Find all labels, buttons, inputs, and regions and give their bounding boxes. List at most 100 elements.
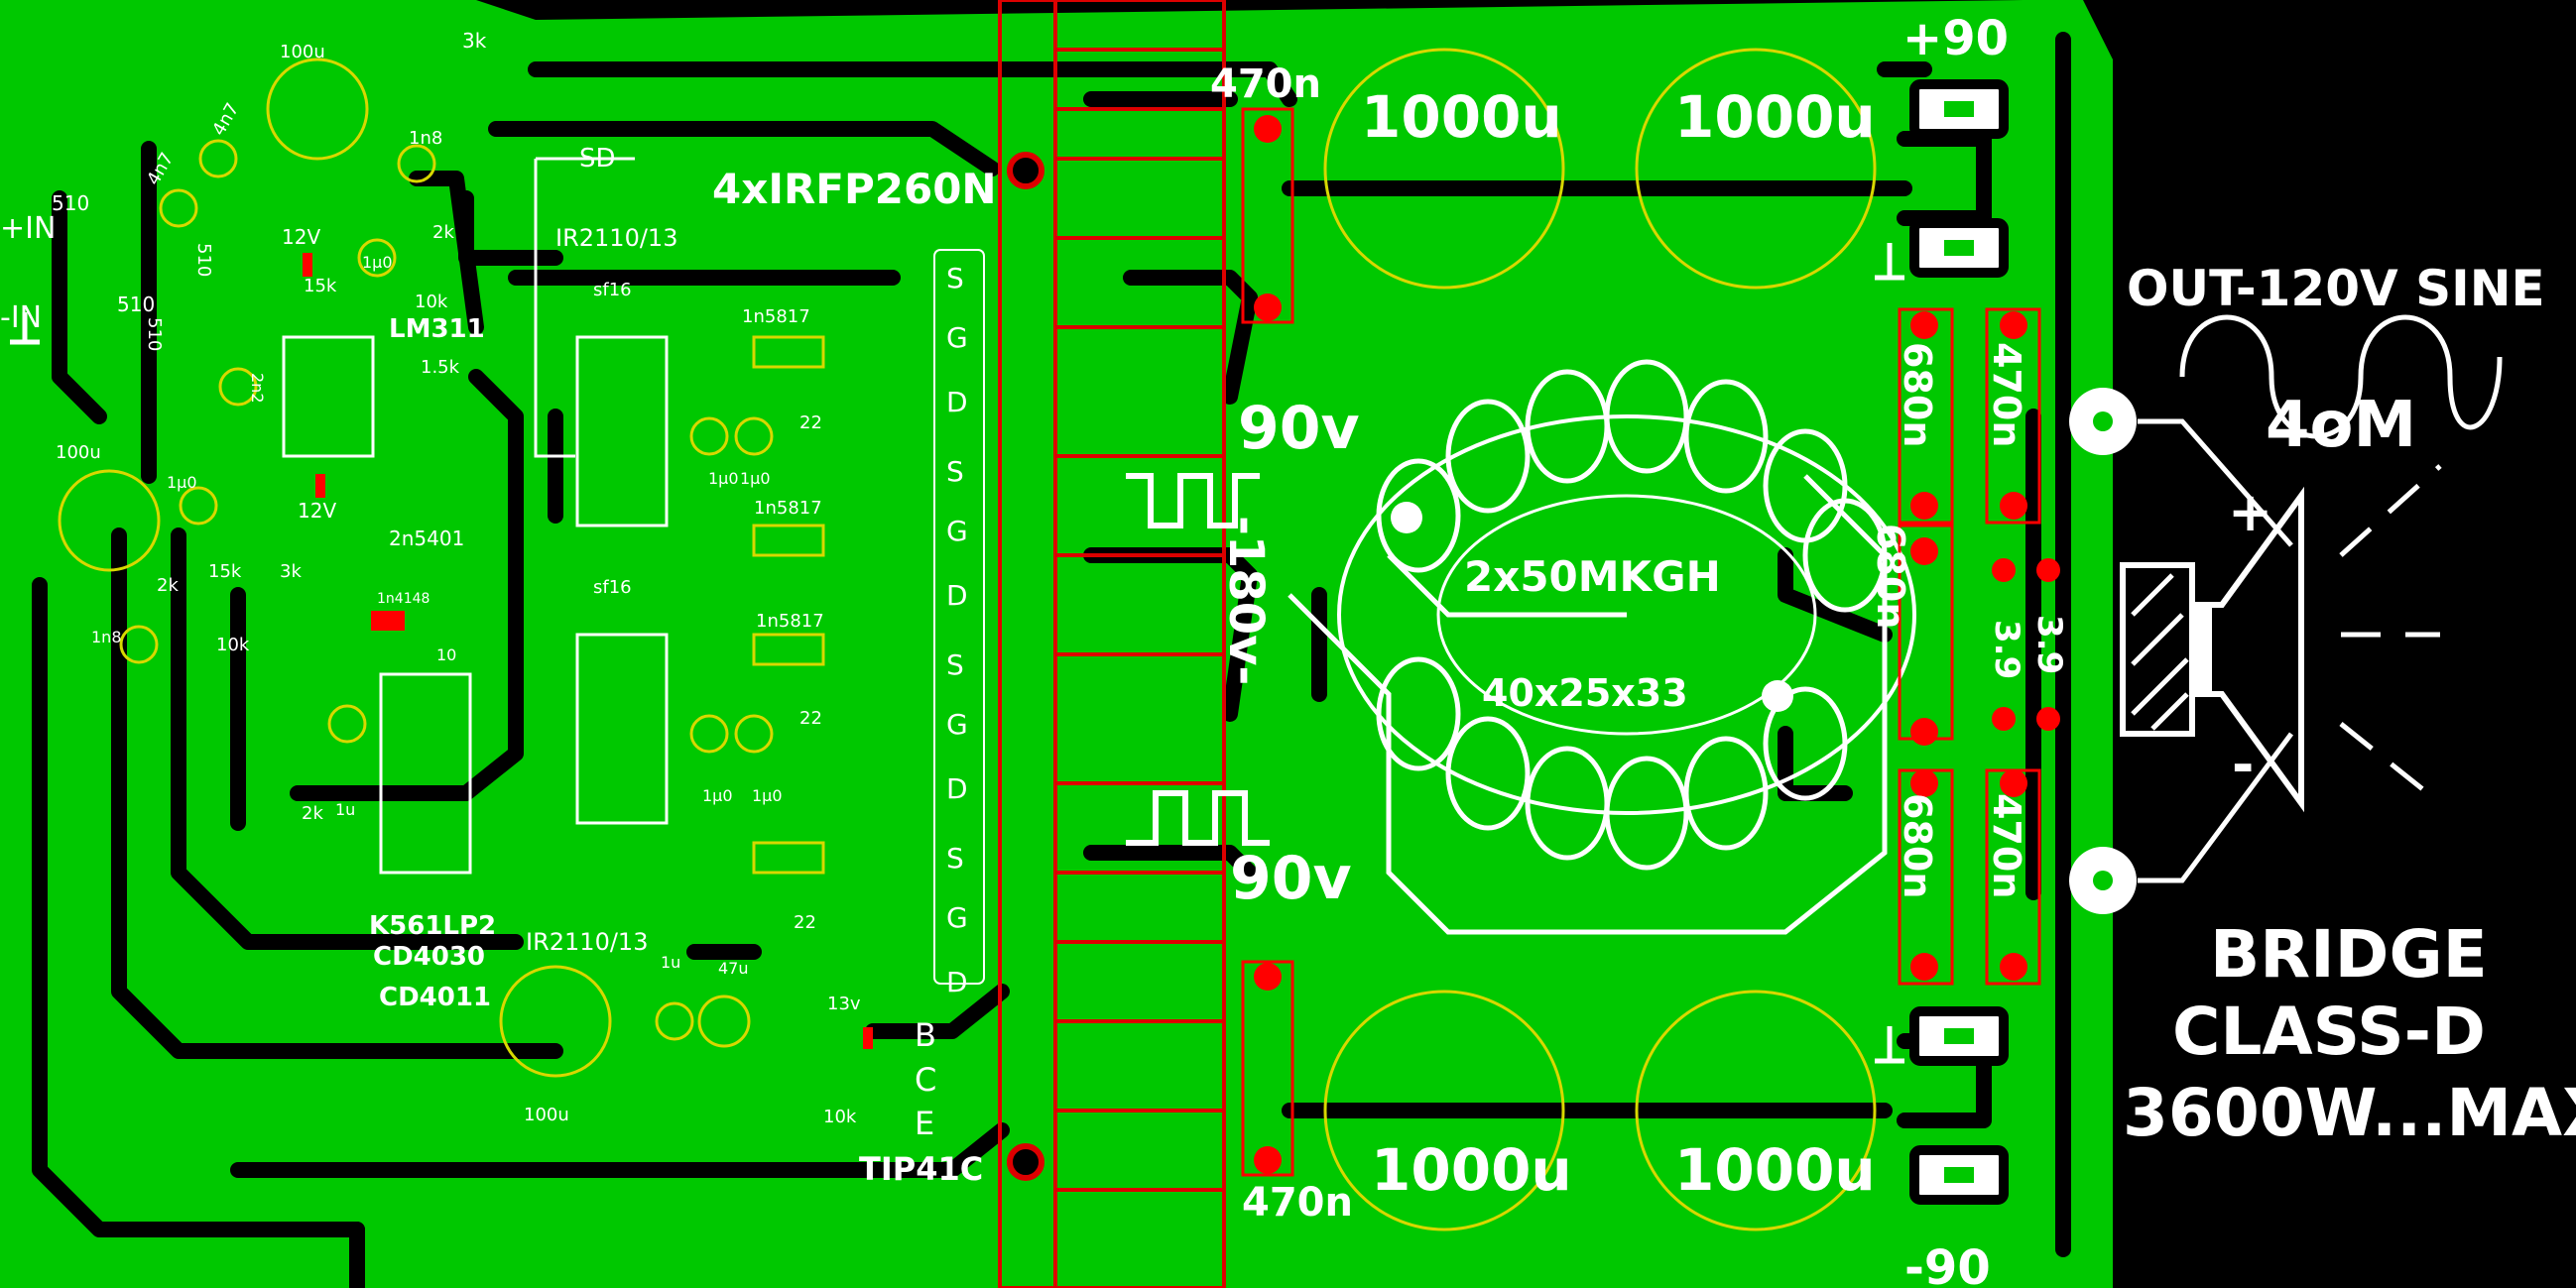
c1u0-a: 1µ0 <box>362 253 393 272</box>
pin-label: G <box>946 901 968 934</box>
inductor-size: 40x25x33 <box>1482 671 1688 715</box>
mounting-hole-bottom <box>1007 1143 1044 1181</box>
c1n8-top: 1n8 <box>409 128 442 149</box>
r510-b: 510 <box>193 243 214 277</box>
c1u0-b: 1µ0 <box>167 473 197 492</box>
r10k-c: 10k <box>823 1107 857 1127</box>
title-line-2: CLASS-D <box>2172 994 2486 1070</box>
cap-1000u-4: 1000u <box>1674 1136 1876 1204</box>
pin-label: D <box>946 386 968 418</box>
r2k-b: 2k <box>157 575 179 596</box>
pin-label: S <box>946 455 964 488</box>
pin-label: S <box>946 262 964 294</box>
pin-label: S <box>946 648 964 681</box>
c1n8-b: 1n8 <box>91 628 122 646</box>
r15k-a: 15k <box>304 276 337 296</box>
c1u0-f: 1µ0 <box>752 786 783 805</box>
heatsink <box>998 0 1226 1288</box>
diode-1n5817-b: 1n5817 <box>754 498 822 519</box>
v12-a: 12V <box>282 225 320 249</box>
sf16-a-label: sf16 <box>593 280 632 300</box>
output-wiring <box>2069 388 2294 914</box>
v13: 13v <box>827 994 861 1014</box>
driver-top-label: IR2110/13 <box>555 224 677 252</box>
cap-1000u-2: 1000u <box>1674 83 1876 151</box>
voltage-180v: -180v- <box>1218 516 1274 685</box>
input-plus-label: +IN <box>0 211 56 246</box>
driver-bottom-label: IR2110/13 <box>526 928 648 956</box>
diode-1n5817-a: 1n5817 <box>742 306 810 327</box>
pin-label-e: E <box>915 1105 934 1142</box>
output-label: OUT-120V SINE <box>2127 260 2545 317</box>
speaker-symbol <box>2120 464 2442 813</box>
c2n2: 2n2 <box>248 373 267 404</box>
r10k-a: 10k <box>415 292 448 312</box>
cap-680n-c: 680n <box>1896 793 1939 898</box>
gate-resistor-3: 22 <box>794 912 816 933</box>
c47u: 47u <box>718 959 749 978</box>
rail-minus-label: -90 <box>1904 1240 1991 1288</box>
gate-resistor-1: 22 <box>799 412 822 433</box>
ic-footprints <box>282 157 669 875</box>
cap-470n-bottom: 470n <box>1242 1180 1353 1226</box>
c100u-top: 100u <box>280 42 325 62</box>
comparator-label: LM311 <box>389 314 485 344</box>
cap-680n-b: 680n <box>1869 524 1912 629</box>
resistor-3-9-b: 3.9 <box>2029 615 2069 674</box>
r2k-a: 2k <box>432 222 454 243</box>
cap-1000u-3: 1000u <box>1371 1136 1572 1204</box>
c1u0-d: 1µ0 <box>740 469 771 488</box>
diode-1n5817-c: 1n5817 <box>756 611 824 632</box>
r10k-b: 10k <box>216 635 250 655</box>
mosfet-pin-column <box>933 249 985 985</box>
pin-label: D <box>946 772 968 805</box>
cap-1000u-1: 1000u <box>1361 83 1562 151</box>
r3k-b: 3k <box>280 561 302 582</box>
small-part-labels: 100u 100u 100u 3k 1n8 4n7 4n7 510 510 51… <box>52 29 861 1127</box>
c100u-bottom: 100u <box>524 1105 569 1125</box>
load-label: 4oM <box>2266 389 2416 462</box>
c1u0-e: 1µ0 <box>702 786 733 805</box>
logic-label-3: CD4011 <box>379 983 491 1012</box>
c1u0-c: 1µ0 <box>708 469 739 488</box>
square-wave-icon-bottom <box>1126 790 1270 846</box>
r3k-top: 3k <box>462 29 487 53</box>
v12-b: 12V <box>298 499 336 523</box>
pin-label: G <box>946 515 968 547</box>
rail-plus-label: +90 <box>1902 11 2009 66</box>
speaker-minus: - <box>2232 734 2254 796</box>
title-line-3: 3600W...MAX <box>2123 1075 2576 1151</box>
mounting-hole-top <box>1007 152 1044 189</box>
sd-label: SD <box>579 144 616 174</box>
sine-wave-icon <box>2179 314 2503 439</box>
toroid-inductor <box>1288 359 1916 935</box>
cap-470n-a: 470n <box>1985 342 2028 447</box>
c1u-a: 1u <box>335 800 355 819</box>
square-wave-icon-top <box>1126 473 1260 528</box>
cap-680n-a: 680n <box>1896 342 1939 447</box>
small-components <box>58 58 825 1078</box>
r2k-c: 2k <box>302 803 323 824</box>
r510-c: 510 <box>117 293 155 316</box>
gate-resistor-2: 22 <box>799 708 822 729</box>
r510-a: 510 <box>52 191 89 215</box>
inductor-name: 2x50MKGH <box>1464 552 1721 601</box>
title-line-1: BRIDGE <box>2210 916 2488 993</box>
pin-label: G <box>946 708 968 741</box>
filter-capacitors <box>1323 48 1877 1231</box>
c1u-b: 1u <box>661 953 680 972</box>
r10-a: 10 <box>436 645 456 664</box>
bce-labels: B C E <box>915 1016 936 1142</box>
logic-label-1: K561LP2 <box>369 911 496 941</box>
resistor-3-9-a: 3.9 <box>1987 620 2026 679</box>
ground-icons <box>10 243 1904 1064</box>
r510-d: 510 <box>144 317 165 351</box>
diode-1n4148: 1n4148 <box>377 591 429 607</box>
pin-label: D <box>946 579 968 612</box>
pin-label: S <box>946 842 964 875</box>
pin-label-b: B <box>915 1016 936 1054</box>
r1-5k: 1.5k <box>421 357 460 378</box>
c100u-left: 100u <box>56 442 101 463</box>
voltage-90v-top: 90v <box>1238 394 1360 463</box>
